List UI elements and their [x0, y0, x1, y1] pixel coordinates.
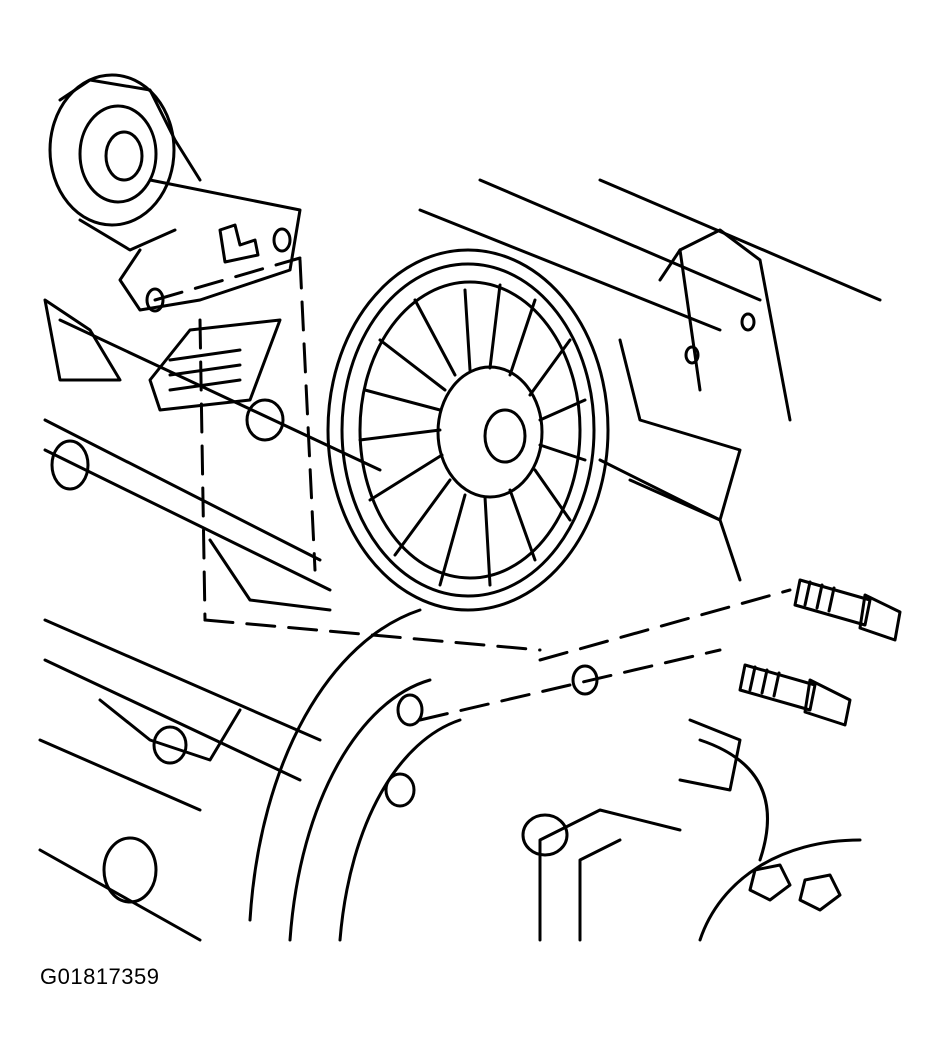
- drive-pulley: [326, 248, 610, 612]
- figure-code: G01817359: [40, 964, 160, 989]
- pulley-spokes: [358, 283, 587, 587]
- engine-block: [38, 178, 882, 942]
- mounting-bolt-upper: [793, 578, 902, 642]
- timing-cover: [152, 608, 599, 942]
- lower-nuts: [698, 838, 862, 942]
- mounting-bracket: [658, 228, 792, 422]
- water-outlet: [521, 718, 769, 942]
- belt-tensioner: [48, 73, 302, 313]
- alignment-lines: [153, 256, 792, 722]
- mounting-bolt-lower: [738, 663, 852, 727]
- left-port: [50, 398, 285, 904]
